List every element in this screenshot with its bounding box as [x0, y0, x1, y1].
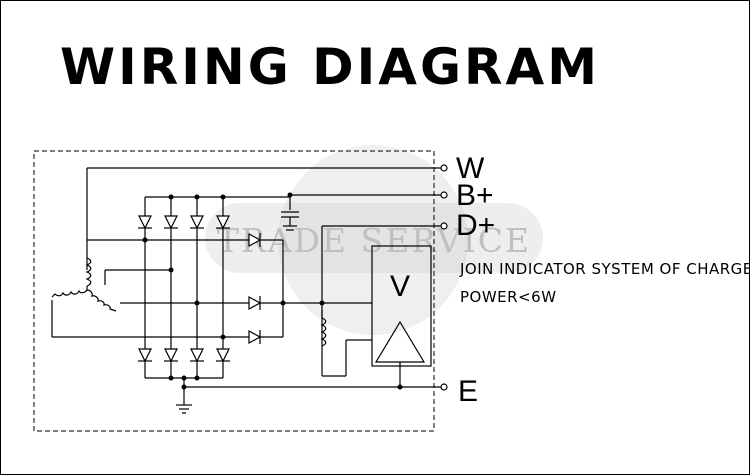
note-line-1: JOIN INDICATOR SYSTEM OF CHARGE,	[459, 260, 750, 278]
regulator-label: V	[390, 270, 410, 303]
terminal-e-label: E	[458, 375, 478, 408]
junction-dots	[142, 192, 403, 390]
terminal-b-plus-label: B+	[456, 179, 494, 212]
terminal-d-plus-label: D+	[456, 209, 495, 242]
page-title: WIRING DIAGRAM	[60, 38, 600, 96]
alternator-housing	[33, 150, 435, 432]
terminal-w-label: W	[456, 152, 485, 185]
terminal-connectors	[440, 164, 448, 391]
note-line-2: POWER<6W	[460, 288, 557, 306]
